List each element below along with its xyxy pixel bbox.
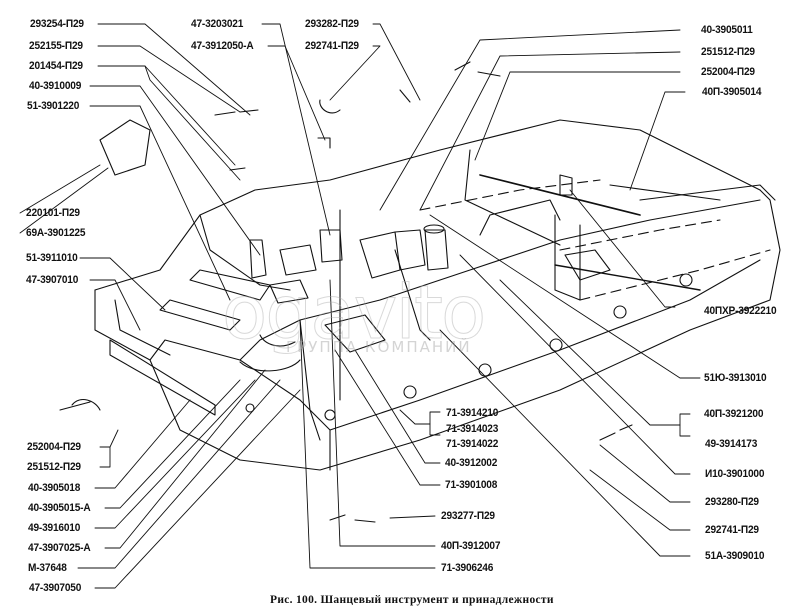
part-label: 40-3905011 (701, 24, 753, 36)
part-label: 40П-3912007 (441, 540, 501, 552)
part-label: И10-3901000 (705, 468, 765, 480)
part-label: 292741-П29 (305, 40, 359, 52)
part-label: 293280-П29 (705, 496, 759, 508)
part-label: 47-3907010 (26, 274, 79, 286)
part-label: 47-3907050 (29, 582, 82, 594)
part-label: 40П-3921200 (704, 408, 764, 420)
watermark-logo: ogavito (221, 270, 486, 357)
figure-caption: Рис. 100. Шанцевый инструмент и принадле… (270, 594, 554, 606)
part-label: 40-3912002 (445, 457, 498, 469)
part-label: 69А-3901225 (26, 227, 86, 239)
part-label: 47-3912050-А (191, 40, 254, 52)
part-label: 47-3203021 (191, 18, 244, 30)
part-label: 201454-П29 (29, 60, 83, 72)
watermark-text: ГРУППА КОМПАНИЙ (286, 338, 472, 356)
part-label: 252004-П29 (701, 66, 755, 78)
accessories-drawing (59, 61, 721, 523)
part-label: 251512-П29 (27, 461, 81, 473)
part-label: 47-3907025-А (28, 542, 91, 554)
part-label: 40-3905018 (28, 482, 81, 494)
part-label: 40П-3905014 (702, 86, 762, 98)
part-label: 293277-П29 (441, 510, 495, 522)
leader-lines (19, 23, 701, 589)
part-label: 251512-П29 (701, 46, 755, 58)
part-label: 252004-П29 (27, 441, 81, 453)
part-label: 71-3914023 (446, 423, 499, 435)
part-label: 293254-П29 (30, 18, 84, 30)
part-label: 252155-П29 (29, 40, 83, 52)
part-label: 71-3906246 (441, 562, 494, 574)
part-label: 71-3914210 (446, 407, 499, 419)
part-label: 40-3905015-А (28, 502, 91, 514)
part-label: 40ПХР-3922210 (704, 305, 777, 317)
part-label: 71-3914022 (446, 438, 499, 450)
part-label: 71-3901008 (445, 479, 498, 491)
part-label: 293282-П29 (305, 18, 359, 30)
part-label: М-37648 (28, 562, 67, 574)
part-label: 51-3901220 (27, 100, 80, 112)
part-label: 51-3911010 (26, 252, 78, 264)
part-label: 51Ю-3913010 (704, 372, 767, 384)
part-label: 49-3914173 (705, 438, 758, 450)
part-label: 49-3916010 (28, 522, 81, 534)
part-label: 220101-П29 (26, 207, 80, 219)
part-label: 292741-П29 (705, 524, 759, 536)
part-label: 40-3910009 (29, 80, 82, 92)
part-label: 51А-3909010 (705, 550, 765, 562)
